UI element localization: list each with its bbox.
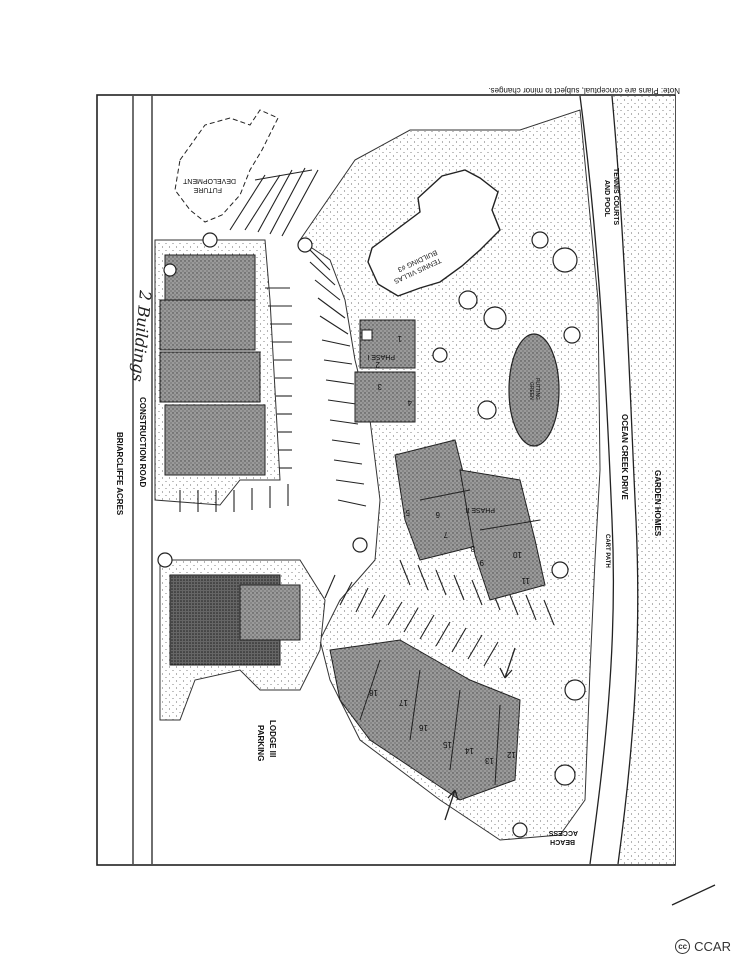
parking-stalls-lodge (324, 574, 499, 667)
ocean-creek-drive-road (579, 95, 615, 865)
lodge-buildings (169, 574, 301, 666)
tennis-courts-label-2: AND POOL (603, 180, 610, 218)
arrow-icons (444, 647, 716, 906)
building-number: 13 (485, 756, 494, 765)
note-text: Note: Plans are conceptual, subject to m… (488, 86, 680, 95)
building-number: 12 (507, 750, 516, 759)
cc-icon: cc (675, 939, 691, 954)
ccar-watermark: cc CCAR (675, 939, 731, 954)
parking-stalls-south (179, 484, 289, 512)
construction-road-label: CONSTRUCTION ROAD (138, 397, 147, 487)
building-numbers: 1 2 3 4 5 6 7 8 9 10 11 12 13 14 15 16 1… (369, 334, 530, 765)
garden-homes-label: GARDEN HOMES (653, 470, 662, 537)
building-number: 8 (470, 544, 475, 553)
beach-access-label: BEACH (550, 838, 575, 845)
phase-1-buildings (354, 319, 416, 423)
parking-stalls-phase2 (399, 559, 555, 626)
building-number: 7 (443, 530, 448, 539)
building-number: 1 (397, 334, 402, 343)
building-number: 9 (479, 558, 484, 567)
building-number: 16 (419, 723, 428, 732)
phase-1-label: PHASE I (367, 353, 395, 360)
briarcliffe-acres-label: BRIARCLIFFE ACRES (115, 432, 124, 516)
tennis-villas-building (367, 169, 501, 297)
garden-homes-area (612, 96, 675, 864)
putting-green-label: PUTTING (534, 378, 540, 400)
building-number: 14 (465, 746, 474, 755)
ocean-creek-drive-label: OCEAN CREEK DRIVE (620, 414, 629, 500)
phase-2-buildings (394, 439, 546, 601)
building-number: 6 (435, 510, 440, 519)
future-development-outline (174, 109, 279, 223)
future-development-label-2: DEVELOPMENT (182, 177, 236, 184)
phase-2-label: PHASE II (465, 506, 495, 513)
building-number: 15 (443, 740, 452, 749)
building-number: 5 (405, 508, 410, 517)
west-buildings (159, 254, 266, 476)
parking-stalls-west (265, 287, 292, 469)
lodge-parking-label-2: PARKING (256, 725, 265, 761)
future-development-label: FUTURE (193, 186, 222, 193)
watermark-label: CCAR (694, 939, 731, 954)
building-number: 3 (377, 382, 382, 391)
ocean-creek-drive-edge (611, 95, 639, 865)
building-number: 10 (513, 550, 522, 559)
tree-icons (157, 231, 586, 838)
building-number: 2 (375, 360, 380, 369)
putting-green (508, 333, 560, 447)
building-number: 11 (521, 576, 530, 585)
beach-access-label-2: ACCESS (548, 829, 578, 836)
building-number: 17 (399, 698, 408, 707)
tennis-courts-label: TENNIS COURTS (612, 168, 619, 226)
lodge-parking-label: LODGE III (268, 720, 277, 757)
building-number: 18 (369, 688, 378, 697)
parking-stalls-north (229, 167, 319, 237)
putting-green-label-2: GREEN (528, 382, 534, 400)
building-number: 4 (407, 398, 412, 407)
handwritten-note: 2 Buildings (128, 289, 155, 383)
south-buildings (329, 639, 521, 801)
cart-path-label: CART PATH (604, 534, 610, 568)
